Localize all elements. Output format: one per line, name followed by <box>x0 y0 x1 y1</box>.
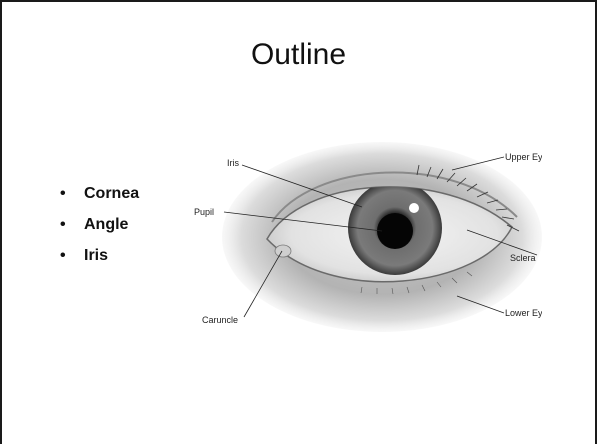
bullet-text: Iris <box>84 247 108 264</box>
slide-title: Outline <box>2 38 595 72</box>
label-pupil: Pupil <box>194 207 214 217</box>
bullet-text: Cornea <box>84 185 139 202</box>
bullet-dot-icon: • <box>60 209 66 240</box>
eye-highlight <box>409 203 419 213</box>
bullet-item-cornea: • Cornea <box>60 178 139 209</box>
bullet-item-angle: • Angle <box>60 209 139 240</box>
label-upper-eyelid: Upper Eyelid <box>505 152 542 162</box>
bullet-dot-icon: • <box>60 178 66 209</box>
bullet-list: • Cornea • Angle • Iris <box>60 178 139 271</box>
label-iris: Iris <box>227 158 239 168</box>
eye-anatomy-figure: Iris Pupil Caruncle Upper Eyelid Sclera … <box>182 137 542 337</box>
label-caruncle: Caruncle <box>202 315 238 325</box>
bullet-dot-icon: • <box>60 240 66 271</box>
bullet-text: Angle <box>84 216 128 233</box>
eye-anatomy-diagram: Iris Pupil Caruncle Upper Eyelid Sclera … <box>182 137 542 337</box>
pupil-shape <box>377 213 413 249</box>
bullet-item-iris: • Iris <box>60 240 139 271</box>
caruncle-shape <box>275 245 291 257</box>
label-sclera: Sclera <box>510 253 536 263</box>
label-lower-eyelid: Lower Eyelid <box>505 308 542 318</box>
